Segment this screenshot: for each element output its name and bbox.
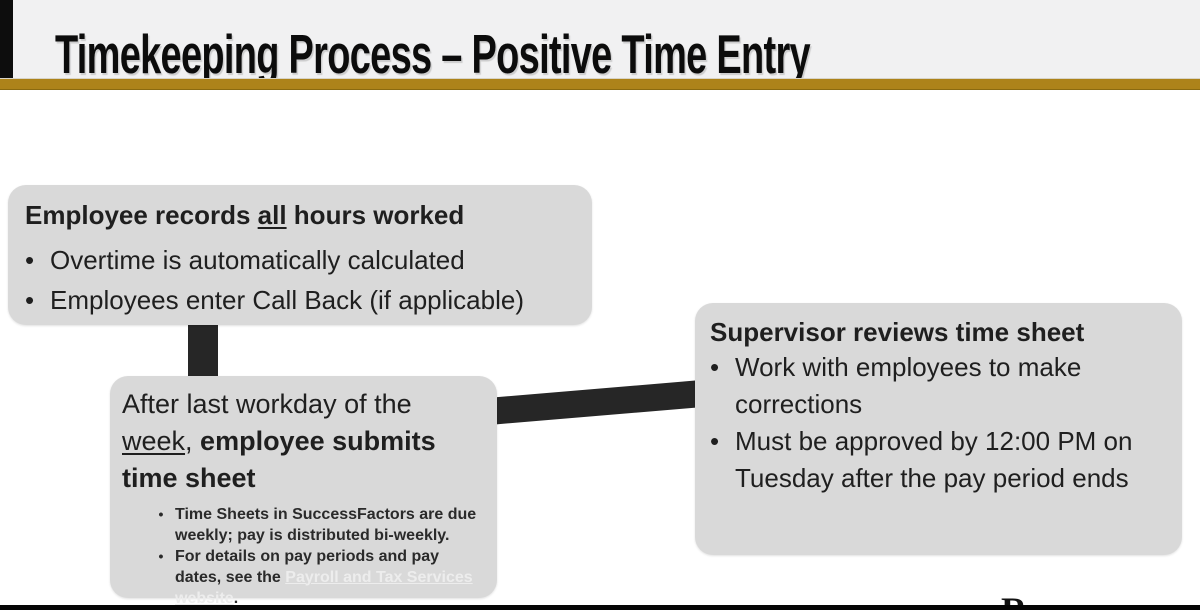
connector-employee-to-submits xyxy=(188,318,218,382)
list-item: • Time Sheets in SuccessFactors are due … xyxy=(122,504,487,546)
page-title: Timekeeping Process – Positive Time Entr… xyxy=(55,23,811,85)
heading-bold-text: employee submits time sheet xyxy=(122,426,436,493)
list-item: • For details on pay periods and pay dat… xyxy=(122,546,487,609)
bullet-text: Employees enter Call Back (if applicable… xyxy=(50,285,524,315)
bullet-text: Must be approved by 12:00 PM on Tuesday … xyxy=(735,426,1133,493)
bullet-text: For details on pay periods and pay dates… xyxy=(175,546,487,609)
bullet-icon: • xyxy=(25,285,35,315)
bullet-text-pre: For details on pay periods and pay dates… xyxy=(175,548,440,586)
bullet-icon: • xyxy=(710,352,720,382)
bullet-icon: • xyxy=(158,548,164,564)
box-heading: After last workday of the week, employee… xyxy=(122,386,487,497)
bullet-icon: • xyxy=(710,426,720,456)
box-heading: Supervisor reviews time sheet xyxy=(710,317,1085,347)
heading-underlined-word: all xyxy=(257,200,287,230)
heading-text: Employee records xyxy=(25,200,258,230)
partial-logo: R xyxy=(1001,597,1041,606)
list-item: • Overtime is automatically calculated xyxy=(25,240,576,280)
left-edge-accent-strip xyxy=(0,0,13,78)
heading-text: After last workday of the xyxy=(122,389,412,419)
bullet-icon: • xyxy=(158,506,164,522)
bullet-text-suffix: . xyxy=(233,590,239,607)
bullet-text: Work with employees to make corrections xyxy=(735,352,1082,419)
payroll-tax-services-link[interactable]: Payroll and Tax Services website xyxy=(175,569,473,607)
bullet-text: Overtime is automatically calculated xyxy=(50,245,465,275)
heading-text: hours worked xyxy=(286,200,465,230)
box-heading: Employee records all hours worked xyxy=(25,198,576,232)
gold-divider-bar xyxy=(0,78,1200,90)
process-box-employee-records: Employee records all hours worked • Over… xyxy=(8,185,592,325)
logo-letter: R xyxy=(1001,597,1041,606)
heading-text: , xyxy=(185,426,201,456)
list-item: • Must be approved by 12:00 PM on Tuesda… xyxy=(710,423,1168,497)
process-box-supervisor-reviews: Supervisor reviews time sheet • Work wit… xyxy=(695,303,1182,555)
connector-submits-to-supervisor xyxy=(488,380,702,425)
list-item: • Work with employees to make correction… xyxy=(710,349,1168,423)
bullet-icon: • xyxy=(25,245,35,275)
process-box-employee-submits: After last workday of the week, employee… xyxy=(110,376,497,607)
bullet-text: Time Sheets in SuccessFactors are due we… xyxy=(175,506,477,544)
heading-underlined-word: week xyxy=(122,426,186,456)
list-item: • Employees enter Call Back (if applicab… xyxy=(25,280,576,320)
header-band xyxy=(0,0,1200,78)
bottom-divider-bar xyxy=(0,605,1200,610)
